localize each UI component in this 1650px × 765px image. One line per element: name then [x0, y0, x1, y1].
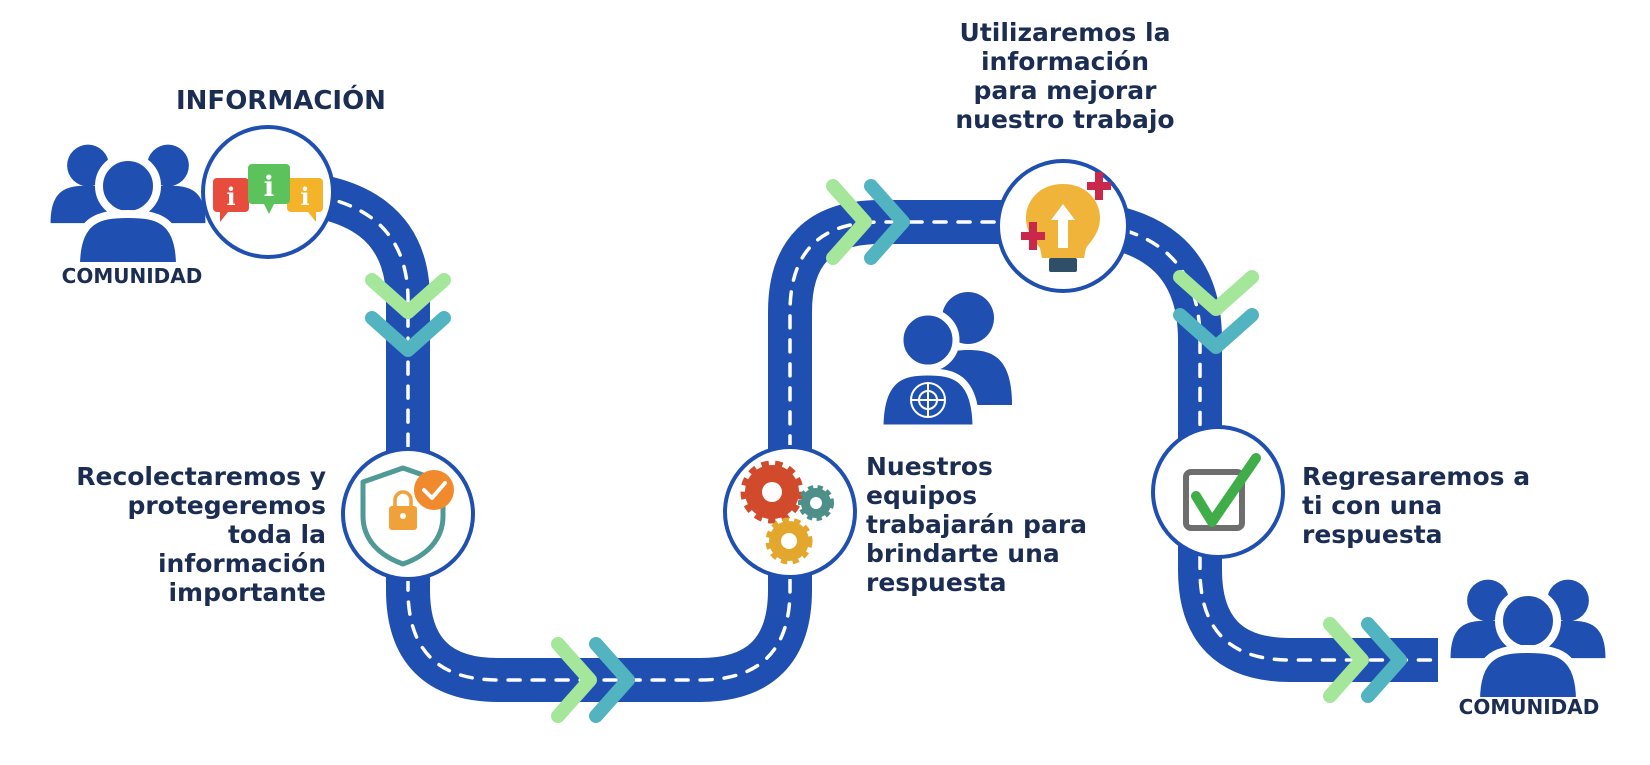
un-staff-icon	[876, 292, 1012, 432]
step-text-teams: Nuestros equipos trabajarán para brindar…	[866, 452, 1088, 597]
community-icon	[1450, 579, 1606, 701]
checkbox-icon	[1183, 453, 1261, 531]
gears-icon	[740, 460, 834, 565]
step-circle-teams	[723, 445, 857, 579]
road	[266, 170, 1440, 702]
step-text-improve: Utilizaremos la información para mejorar…	[955, 18, 1175, 134]
shield-lock-icon	[360, 465, 454, 567]
information-icon: i i i	[213, 164, 323, 222]
step-text-information: INFORMACIÓN	[176, 86, 386, 116]
lightbulb-icon	[1021, 172, 1111, 272]
svg-text:i: i	[300, 182, 309, 211]
community-icon	[50, 144, 206, 266]
end-community-label: COMUNIDAD	[1458, 695, 1600, 719]
step-text-reply: Regresaremos a ti con una respuesta	[1302, 462, 1531, 549]
step-text-protect: Recolectaremos y protegeremos toda la in…	[76, 462, 326, 607]
svg-text:i: i	[226, 182, 235, 211]
step-circle-information: i i i	[201, 125, 335, 259]
step-circle-reply	[1151, 425, 1285, 559]
step-circle-improve	[996, 159, 1130, 293]
start-community-label: COMUNIDAD	[61, 264, 203, 288]
step-circle-protect	[341, 447, 475, 581]
svg-text:i: i	[264, 170, 275, 203]
